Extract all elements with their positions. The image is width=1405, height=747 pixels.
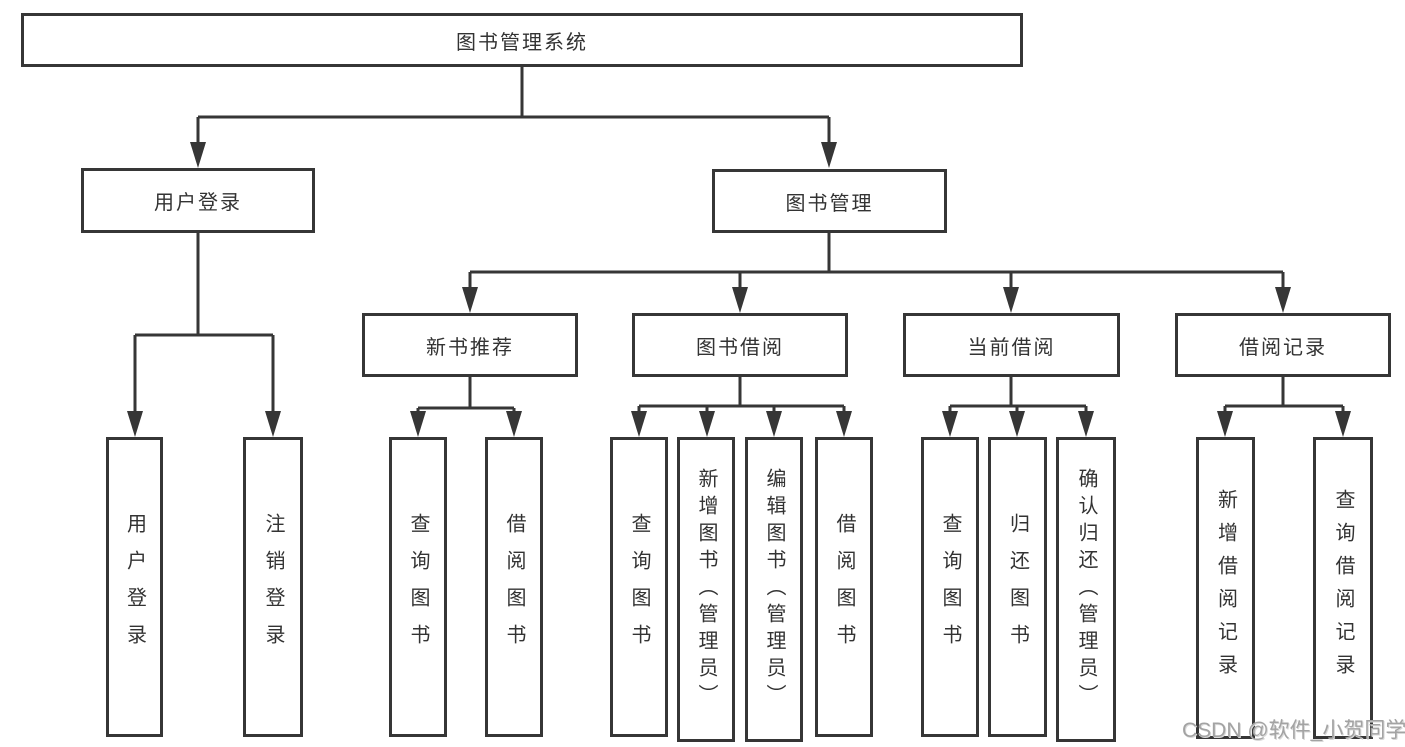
node-user-login: 用户登录 (81, 168, 315, 233)
arrow-down-icon (836, 411, 852, 437)
arrow-down-icon (506, 411, 522, 437)
arrow-down-icon (127, 411, 143, 437)
leaf-label: 新增借阅记录 (1214, 489, 1237, 687)
leaf-query-books: 查询图书 (610, 437, 668, 737)
leaf-query-books: 查询图书 (921, 437, 979, 737)
leaf-return-books: 归还图书 (988, 437, 1047, 737)
arrow-down-icon (732, 287, 748, 313)
connector-borrowrecords-to-leaves (1217, 377, 1351, 437)
leaf-label: 注销登录 (262, 513, 284, 661)
leaf-add-borrow-record: 新增借阅记录 (1196, 437, 1255, 739)
arrow-down-icon (699, 411, 715, 437)
leaf-user-login: 用户登录 (106, 437, 163, 737)
node-current-borrow: 当前借阅 (903, 313, 1120, 377)
connector-bookmgmt-to-level3 (462, 233, 1291, 313)
arrow-down-icon (821, 142, 837, 168)
leaf-label: 借阅图书 (503, 513, 525, 661)
connector-root-to-level2 (190, 67, 837, 168)
leaf-label: 用户登录 (123, 513, 146, 661)
arrow-down-icon (462, 287, 478, 313)
arrow-down-icon (410, 411, 426, 437)
node-new-book-recommend: 新书推荐 (362, 313, 578, 377)
leaf-label: 新增图书（管理员） (695, 468, 717, 711)
arrow-down-icon (1335, 411, 1351, 437)
leaf-label: 查询图书 (628, 513, 650, 661)
leaf-confirm-return-admin: 确认归还（管理员） (1056, 437, 1116, 742)
arrow-down-icon (265, 411, 281, 437)
leaf-query-books: 查询图书 (389, 437, 447, 737)
leaf-logout: 注销登录 (243, 437, 303, 737)
arrow-down-icon (190, 142, 206, 168)
csdn-watermark: CSDN @软件_小贺同学 (1182, 719, 1405, 742)
leaf-add-books-admin: 新增图书（管理员） (677, 437, 735, 742)
arrow-down-icon (766, 411, 782, 437)
leaf-edit-books-admin: 编辑图书（管理员） (745, 437, 803, 742)
arrow-down-icon (631, 411, 647, 437)
leaf-label: 确认归还（管理员） (1075, 468, 1097, 711)
node-borrow-records: 借阅记录 (1175, 313, 1391, 377)
arrow-down-icon (1003, 287, 1019, 313)
leaf-label: 查询借阅记录 (1332, 489, 1354, 687)
connector-currentborrow-to-leaves (942, 377, 1094, 437)
node-book-borrow: 图书借阅 (632, 313, 848, 377)
node-book-management: 图书管理 (712, 169, 947, 233)
connector-newbook-to-leaves (410, 377, 522, 437)
arrow-down-icon (1078, 411, 1094, 437)
arrow-down-icon (942, 411, 958, 437)
leaf-label: 查询图书 (939, 513, 961, 661)
leaf-label: 借阅图书 (833, 513, 855, 661)
node-library-management-system: 图书管理系统 (21, 13, 1023, 67)
leaf-label: 归还图书 (1006, 513, 1029, 661)
leaf-borrow-books: 借阅图书 (485, 437, 543, 737)
arrow-down-icon (1275, 287, 1291, 313)
connector-userlogin-to-leaves (127, 233, 281, 437)
connector-bookborrow-to-leaves (631, 377, 852, 437)
leaf-label: 编辑图书（管理员） (763, 468, 785, 711)
leaf-label: 查询图书 (407, 513, 429, 661)
leaf-query-borrow-record: 查询借阅记录 (1313, 437, 1373, 739)
leaf-borrow-books: 借阅图书 (815, 437, 873, 737)
arrow-down-icon (1217, 411, 1233, 437)
arrow-down-icon (1009, 411, 1025, 437)
